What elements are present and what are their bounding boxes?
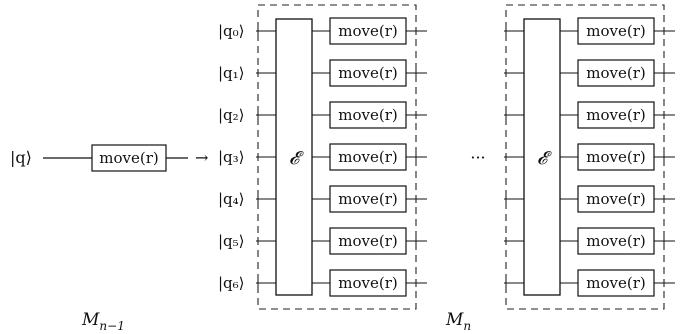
block-0-move-gate-2 — [329, 101, 407, 129]
left-circuit: |q⟩ move(r) → Mn−1 — [10, 144, 208, 333]
block-1-move-gate-2 — [577, 101, 655, 129]
block-0-move-gate-label-3: move(r) — [338, 148, 397, 166]
block-0-move-gate-label-0: move(r) — [338, 22, 397, 40]
qubit-label-0: |q₀⟩ — [218, 22, 245, 40]
qubit-label-3: |q₃⟩ — [218, 148, 245, 166]
block-0-move-gate-label-1: move(r) — [338, 64, 397, 82]
block-1-move-gate-label-6: move(r) — [586, 274, 645, 292]
block-1-move-gate-4 — [577, 185, 655, 213]
caption-right-subscript: n — [463, 319, 471, 333]
caption-left-base: M — [81, 310, 100, 330]
block-0-move-gate-6 — [329, 269, 407, 297]
block-1-dashed-frame — [505, 4, 665, 310]
block-1-move-gate-label-4: move(r) — [586, 190, 645, 208]
block-0-move-gate-3 — [329, 143, 407, 171]
ellipsis: ··· — [470, 148, 485, 167]
caption-left: Mn−1 — [81, 310, 125, 333]
block-0-entangler-box — [275, 18, 313, 296]
block-0-dashed-frame — [257, 4, 417, 310]
caption-right-base: M — [445, 310, 464, 330]
map-arrow: → — [195, 148, 208, 167]
block-1-move-gate-label-5: move(r) — [586, 232, 645, 250]
block-1-move-gate-label-1: move(r) — [586, 64, 645, 82]
block-0-move-gate-label-6: move(r) — [338, 274, 397, 292]
caption-right: Mn — [445, 310, 471, 333]
block-1-move-gate-0 — [577, 17, 655, 45]
move-gate-label: move(r) — [99, 149, 158, 167]
block-0-move-gate-5 — [329, 227, 407, 255]
qubit-label-1: |q₁⟩ — [218, 64, 245, 82]
qubit-label-6: |q₆⟩ — [218, 274, 245, 292]
block-0-move-gate-4 — [329, 185, 407, 213]
block-0-move-gate-1 — [329, 59, 407, 87]
block-1-move-gate-5 — [577, 227, 655, 255]
qubit-label-4: |q₄⟩ — [218, 190, 245, 208]
block-0-move-gate-label-2: move(r) — [338, 106, 397, 124]
block-1-move-gate-label-3: move(r) — [586, 148, 645, 166]
block-1-entangler-box — [523, 18, 561, 296]
block-1-move-gate-1 — [577, 59, 655, 87]
block-1-move-gate-label-0: move(r) — [586, 22, 645, 40]
block-1-move-gate-label-2: move(r) — [586, 106, 645, 124]
qubit-label-2: |q₂⟩ — [218, 106, 245, 124]
qubit-label-5: |q₅⟩ — [218, 232, 245, 250]
right-circuit: |q₀⟩|q₁⟩|q₂⟩|q₃⟩|q₄⟩|q₅⟩|q₆⟩𝓔move(r)move… — [218, 4, 675, 310]
block-1-move-gate-6 — [577, 269, 655, 297]
caption-left-subscript: n−1 — [99, 319, 124, 333]
block-0-move-gate-label-4: move(r) — [338, 190, 397, 208]
input-ket-label: |q⟩ — [10, 148, 32, 167]
block-0-move-gate-0 — [329, 17, 407, 45]
block-1-move-gate-3 — [577, 143, 655, 171]
block-0-move-gate-label-5: move(r) — [338, 232, 397, 250]
